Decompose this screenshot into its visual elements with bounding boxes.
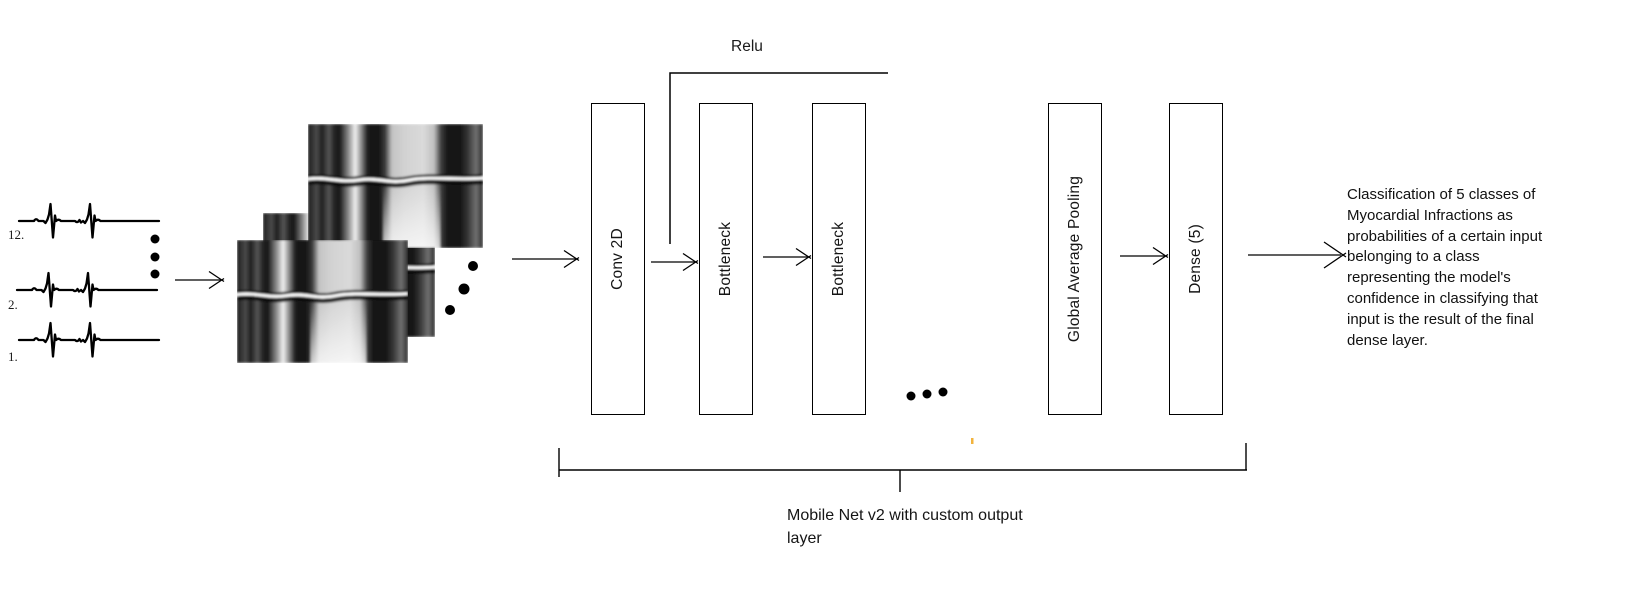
- relu-bracket-line: [669, 72, 888, 244]
- output-description-line: representing the model's: [1347, 269, 1511, 287]
- images-ellipsis-dots: [445, 261, 478, 315]
- layer-label-global-average-pooling: Global Average Pooling: [1066, 175, 1083, 343]
- mobilenet-bracket: [558, 443, 1247, 492]
- arrow-gap-to-dense: [1120, 246, 1169, 266]
- output-description-line: Myocardial Infractions as: [1347, 206, 1513, 224]
- ecg-trace-lead-1: [17, 321, 161, 358]
- output-description-line: confidence in classifying that: [1347, 289, 1538, 307]
- ecg-lead-label-2: 2.: [8, 297, 18, 312]
- arrow-signals-to-images: [175, 270, 225, 290]
- layer-label-bottleneck-1: Bottleneck: [717, 221, 734, 297]
- layer-box-dense-5: Dense (5): [1169, 103, 1223, 415]
- arrow-bottleneck1-to-bottleneck2: [763, 247, 812, 267]
- layer-box-conv2d: Conv 2D: [591, 103, 645, 415]
- output-description-line: dense layer.: [1347, 331, 1428, 349]
- mobilenet-caption: Mobile Net v2 with custom output layer: [787, 504, 1023, 550]
- scalogram-image-top: [308, 124, 483, 248]
- ecg-trace-lead-2: [15, 271, 159, 308]
- layer-label-conv2d: Conv 2D: [609, 228, 626, 290]
- layer-label-dense-5: Dense (5): [1187, 224, 1204, 294]
- layer-label-bottleneck-2: Bottleneck: [830, 221, 847, 297]
- hidden-layers-ellipsis-dots: [906, 387, 948, 401]
- layer-box-bottleneck-1: Bottleneck: [699, 103, 753, 415]
- ecg-lead-label-12: 12.: [8, 227, 25, 242]
- arrow-images-to-conv2d: [512, 249, 580, 269]
- ecg-lead-label-1: 1.: [8, 349, 18, 364]
- output-description-line: probabilities of a certain input: [1347, 227, 1543, 245]
- output-description: Classification of 5 classes of Myocardia…: [1347, 185, 1542, 351]
- mobilenet-caption-line-2: layer: [787, 530, 822, 547]
- arrow-conv2d-to-bottleneck1: [651, 252, 699, 272]
- relu-label: Relu: [731, 38, 763, 55]
- scalogram-image-front: [237, 240, 408, 363]
- mobilenet-caption-line-1: Mobile Net v2 with custom output: [787, 507, 1023, 524]
- arrow-dense-to-output: [1248, 241, 1347, 269]
- layer-box-global-average-pooling: Global Average Pooling: [1048, 103, 1102, 415]
- layer-box-bottleneck-2: Bottleneck: [812, 103, 866, 415]
- output-description-line: input is the result of the final: [1347, 310, 1534, 328]
- leads-ellipsis-dots: [150, 234, 160, 279]
- output-description-line: Classification of 5 classes of: [1347, 186, 1536, 203]
- output-description-line: belonging to a class: [1347, 248, 1480, 266]
- ecg-trace-lead-12: [17, 202, 161, 239]
- stray-highlight-mark: [971, 438, 974, 444]
